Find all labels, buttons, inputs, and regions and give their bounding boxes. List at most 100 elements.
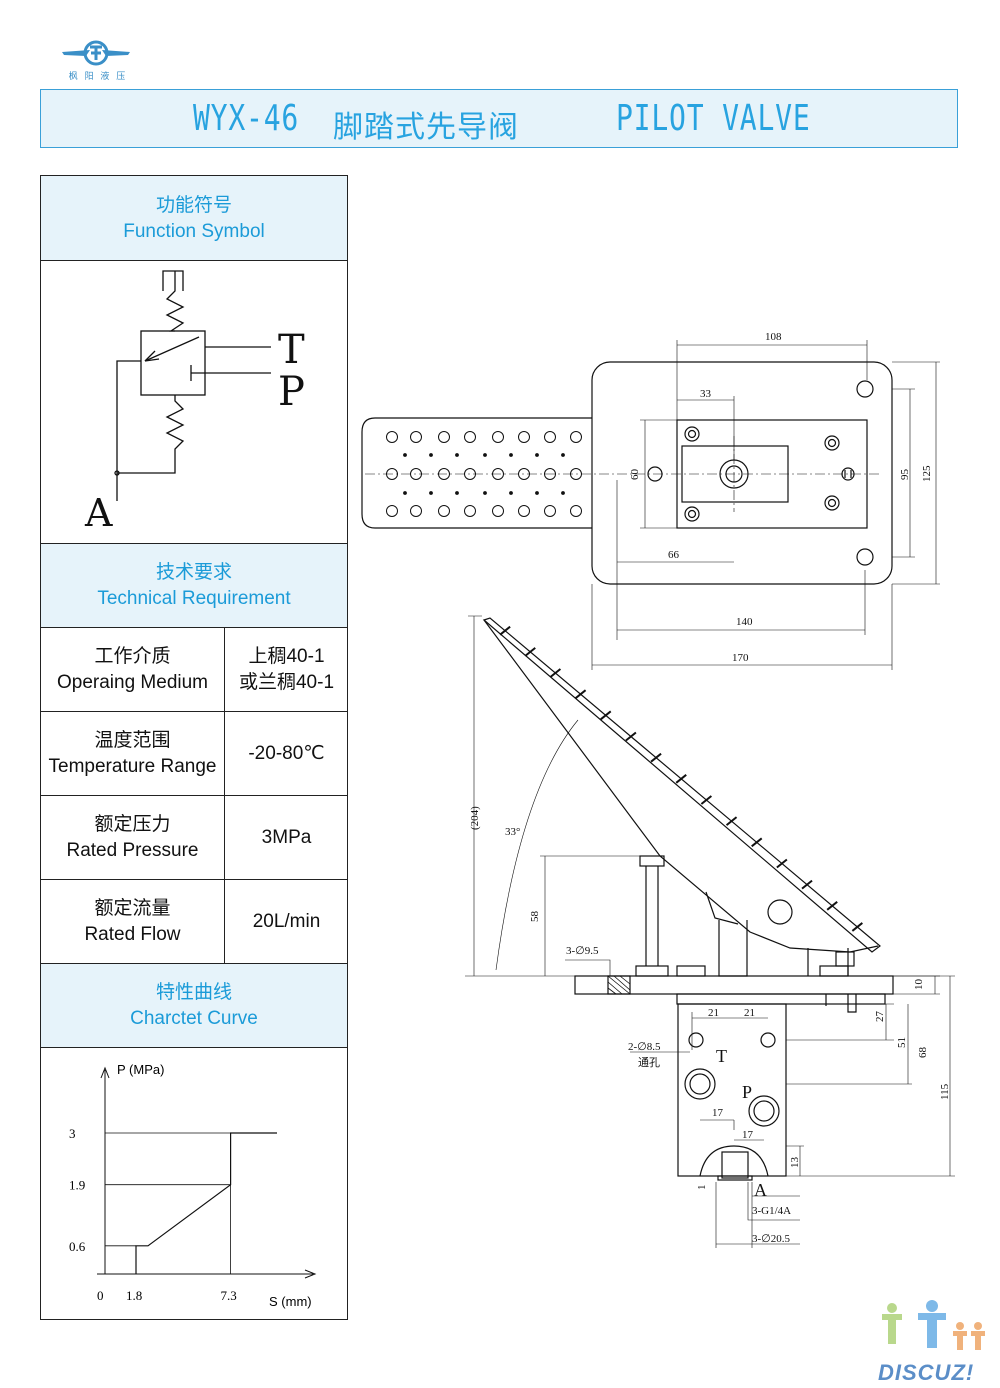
tread-hole: [464, 505, 476, 517]
function-symbol-en: Function Symbol: [123, 221, 265, 242]
spec-value: -20-80℃: [248, 742, 325, 764]
port-a-label: A: [85, 491, 113, 535]
tread-hole: [518, 505, 530, 517]
spec-value-alt: 或兰稠40-1: [238, 671, 335, 693]
tread-hole: [438, 431, 450, 443]
tread-stud: [600, 710, 612, 721]
dim-27: 27: [874, 1011, 886, 1023]
logo-caption: 枫 阳 液 压: [68, 72, 128, 82]
dim-58: 58: [529, 911, 541, 923]
dim-108: 108: [765, 331, 782, 343]
tread-dot: [535, 491, 539, 495]
dim-17-a: 17: [712, 1107, 724, 1119]
port-a-side-label: A: [754, 1180, 767, 1200]
tread-stud: [549, 668, 562, 678]
tread-stud: [826, 901, 838, 911]
plunger: [718, 920, 748, 977]
dim-33-degrees: 33°: [505, 826, 520, 838]
dim-95: 95: [899, 469, 911, 481]
center-lines: [365, 436, 880, 512]
discuz-watermark-text: DISCUZ!: [878, 1360, 975, 1385]
mount-hole: [856, 380, 874, 398]
tread-stud: [776, 858, 788, 869]
dim-1: 1: [696, 1185, 708, 1191]
spec-label-cn: 额定压力: [94, 814, 171, 835]
tread-hole: [544, 468, 556, 480]
dim-17-b: 17: [742, 1129, 754, 1141]
tread-dot: [561, 491, 565, 495]
y-tick-label: 3: [69, 1126, 76, 1141]
tread-hole: [570, 431, 582, 443]
through-hole-label: 通孔: [638, 1056, 660, 1069]
spec-value: 3MPa: [261, 826, 312, 848]
port-t-circle: [684, 1068, 716, 1100]
function-symbol-area: T P A: [41, 261, 347, 544]
dim-140: 140: [736, 616, 753, 628]
tread-stud: [499, 625, 511, 636]
function-symbol-cn: 功能符号: [155, 195, 232, 216]
technical-en: Technical Requirement: [97, 588, 291, 609]
top-view: [361, 361, 893, 585]
spec-label-cn: 温度范围: [94, 730, 171, 751]
tread-stud: [700, 795, 713, 805]
model-code: WYX-46: [193, 98, 300, 139]
side-dimension-lines: [465, 615, 955, 1248]
y-axis-arrow: [100, 1066, 110, 1079]
engineering-drawing: 108 33 60 66 95 125 140 170: [361, 331, 955, 1248]
tread-dot: [561, 453, 565, 457]
spec-label-en: Temperature Range: [48, 756, 217, 777]
tread-stud: [851, 922, 863, 932]
tread-hole: [544, 431, 556, 443]
tread-hole: [518, 431, 530, 443]
tread-hole: [492, 431, 504, 443]
tread-stud: [751, 837, 763, 848]
pivot-pin: [767, 899, 793, 925]
x-tick-label: 1.8: [126, 1288, 142, 1303]
dim-115: 115: [939, 1083, 951, 1100]
hydraulic-symbol: [114, 270, 271, 501]
tread-stud: [650, 752, 662, 763]
pedal-top-outline: [361, 417, 592, 529]
tread-stud: [675, 774, 687, 784]
tread-hole: [410, 505, 422, 517]
technical-cn: 技术要求: [155, 562, 232, 583]
valve-body-side: [677, 1003, 787, 1177]
x-tick-label: 7.3: [221, 1288, 237, 1303]
tread-dot: [483, 491, 487, 495]
tread-hole: [410, 431, 422, 443]
dim-66: 66: [668, 549, 680, 561]
tread-stud: [625, 731, 637, 742]
function-symbol-header: 功能符号 Function Symbol: [41, 176, 347, 261]
dim-21-a: 21: [708, 1007, 719, 1019]
tread-dot: [403, 453, 407, 457]
spec-label-en: Rated Flow: [84, 924, 181, 945]
port-a-boss: [699, 1145, 769, 1177]
tread-stud: [801, 879, 813, 890]
dim-68: 68: [917, 1047, 929, 1059]
spec-label-cn: 额定流量: [94, 898, 171, 919]
spec-label-cn: 工作介质: [94, 646, 171, 667]
spec-panel: 功能符号 Function Symbol T P A 技术要求: [40, 175, 348, 1320]
dim-60: 60: [629, 469, 641, 481]
tread-dot: [403, 491, 407, 495]
tread-hole: [544, 505, 556, 517]
tread-dot: [483, 453, 487, 457]
discuz-watermark-figures: [882, 1300, 985, 1350]
tread-hole: [492, 505, 504, 517]
hole-8-5-label: 2-∅8.5: [628, 1041, 661, 1053]
tread-hole: [386, 505, 398, 517]
spec-value: 上稠40-1: [248, 645, 325, 667]
tread-dot: [509, 453, 513, 457]
curve-series-line: [135, 1132, 277, 1274]
y-tick-label: 0.6: [69, 1239, 86, 1254]
tread-dot: [535, 453, 539, 457]
tread-stud: [725, 816, 738, 826]
dim-125: 125: [921, 465, 933, 482]
dim-33: 33: [700, 388, 712, 400]
curve-en: Charctet Curve: [130, 1008, 258, 1029]
tread-hole: [464, 431, 476, 443]
tread-studs: [499, 625, 863, 932]
